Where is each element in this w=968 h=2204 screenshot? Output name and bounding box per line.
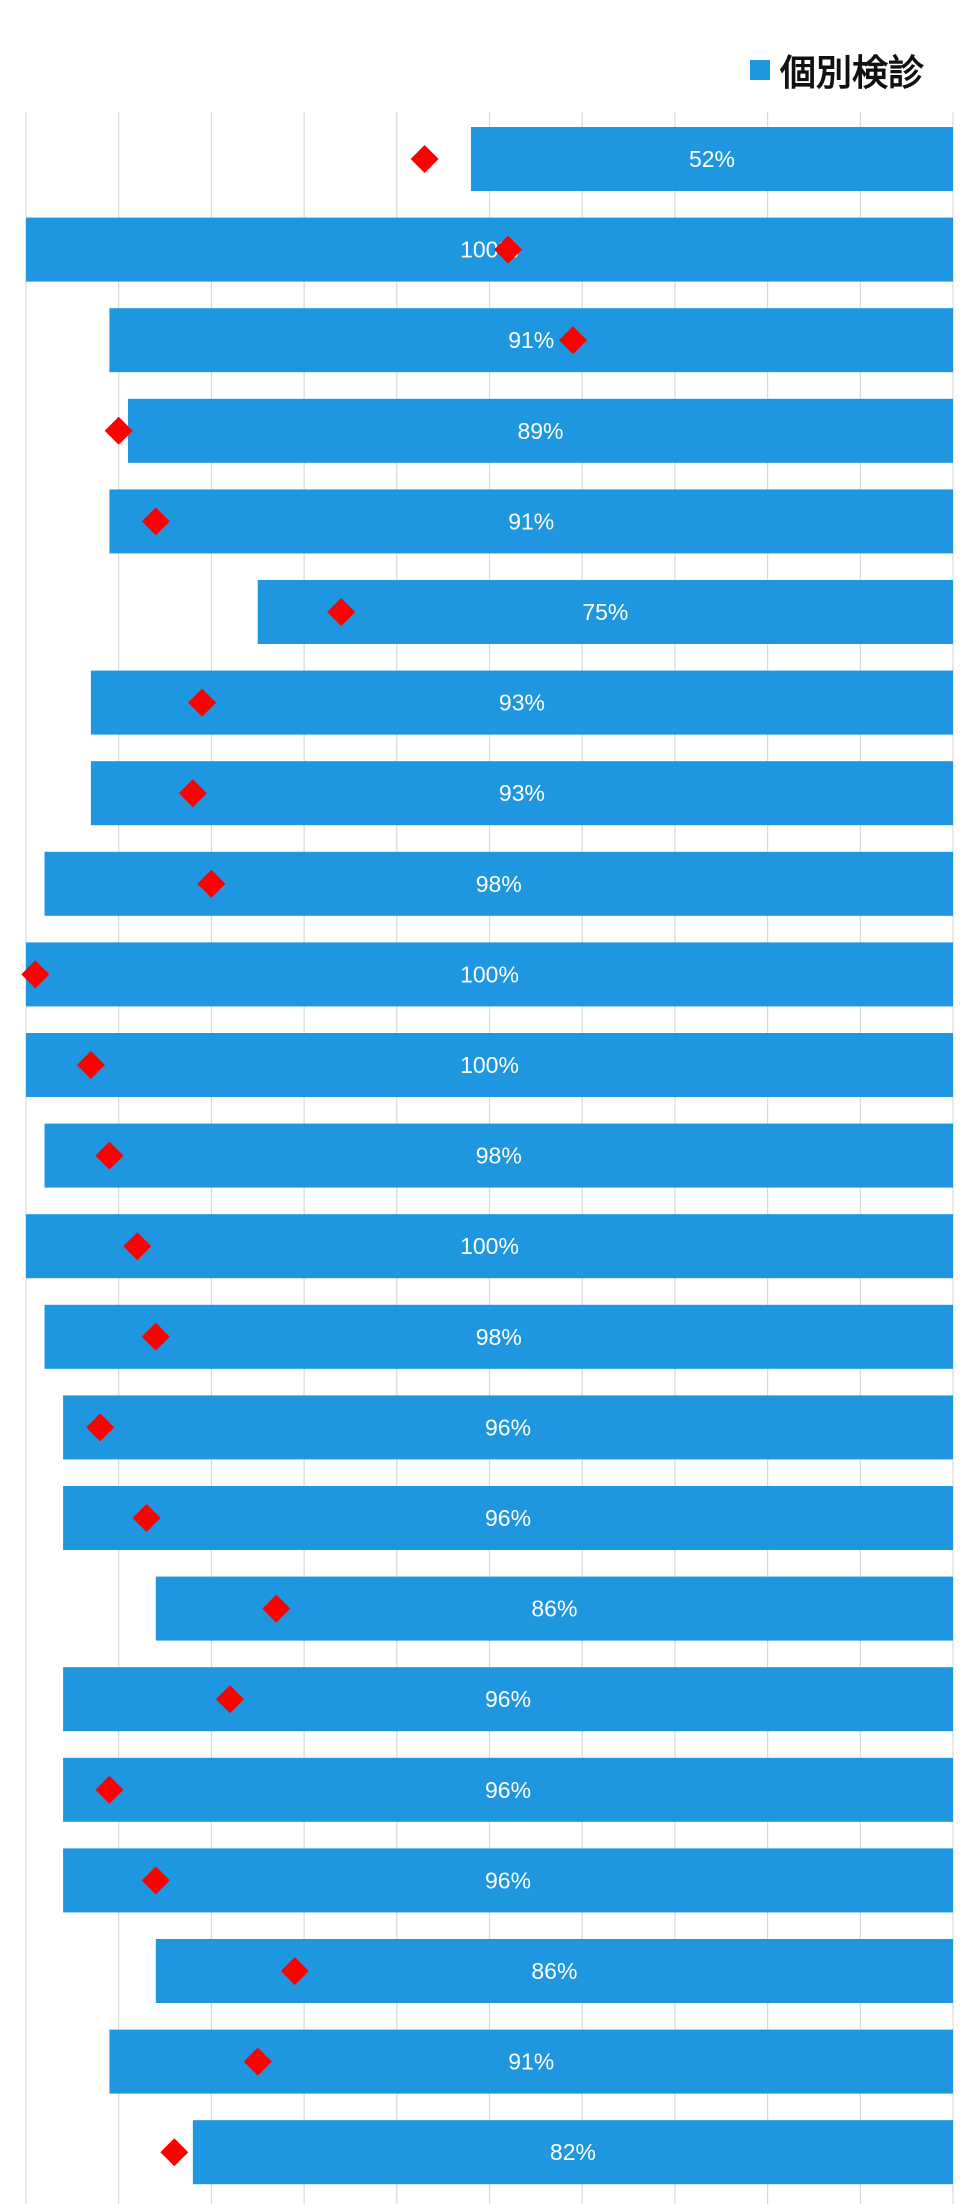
bar xyxy=(26,217,953,282)
bar xyxy=(63,1667,953,1732)
bar xyxy=(192,2120,954,2185)
bar-value-label: 93% xyxy=(499,690,545,716)
diamond-marker xyxy=(123,1232,152,1261)
bar xyxy=(26,1214,953,1279)
diamond-marker xyxy=(243,2047,272,2076)
bar-value-label: 98% xyxy=(476,871,522,897)
bar-value-label: 98% xyxy=(476,1324,522,1350)
bar xyxy=(109,489,954,554)
bar-value-label: 96% xyxy=(485,1686,531,1712)
diamond-marker xyxy=(132,1504,161,1532)
bar-value-label: 96% xyxy=(485,1414,531,1440)
diamond-marker xyxy=(280,1957,309,1985)
bar xyxy=(470,127,953,191)
bar xyxy=(90,761,953,826)
legend: 個別検診 xyxy=(749,44,924,96)
diamond-marker xyxy=(188,688,217,717)
bar xyxy=(63,1395,953,1460)
diamond-marker xyxy=(494,235,523,264)
diamond-marker xyxy=(327,598,356,626)
bar-value-label: 91% xyxy=(508,2049,554,2075)
bar-value-label: 86% xyxy=(531,1596,577,1622)
diamond-marker xyxy=(21,960,50,989)
diamond-marker xyxy=(160,2138,189,2167)
bar-value-label: 98% xyxy=(476,1143,522,1169)
bar xyxy=(63,1486,953,1550)
bar-value-label: 52% xyxy=(689,146,735,172)
bar-value-label: 89% xyxy=(517,418,563,444)
diamond-marker xyxy=(141,1322,170,1351)
diamond-marker xyxy=(141,1866,170,1895)
bar xyxy=(26,942,953,1007)
diamond-marker xyxy=(410,145,439,173)
bar-value-label: 82% xyxy=(550,2139,596,2165)
bar-value-label: 86% xyxy=(531,1958,577,1984)
diamond-marker xyxy=(76,1051,105,1079)
bar xyxy=(44,851,954,916)
legend-label: 個別検診 xyxy=(779,53,924,94)
diamond-marker xyxy=(178,779,207,808)
bar xyxy=(127,398,954,463)
bar-value-label: 75% xyxy=(582,599,628,625)
diamond-marker xyxy=(95,1141,124,1170)
diamond-marker xyxy=(558,326,587,355)
bar-value-label: 91% xyxy=(508,508,554,534)
diamond-marker xyxy=(95,1775,124,1804)
bar xyxy=(63,1757,953,1822)
diamond-marker xyxy=(104,416,133,445)
bar-value-label: 100% xyxy=(460,1233,519,1259)
diamond-marker xyxy=(262,1594,291,1623)
bar xyxy=(44,1123,954,1188)
bar-value-label: 100% xyxy=(460,1052,519,1078)
bar xyxy=(44,1304,954,1369)
bar-value-label: 96% xyxy=(485,1505,531,1531)
bar-value-label: 96% xyxy=(485,1777,531,1803)
bar xyxy=(90,670,953,735)
diamond-marker xyxy=(86,1413,115,1442)
bar-value-label: 91% xyxy=(508,327,554,353)
bar-value-label: 96% xyxy=(485,1867,531,1893)
diamond-marker xyxy=(141,507,170,536)
bar-value-label: 93% xyxy=(499,780,545,806)
diamond-marker xyxy=(215,1685,244,1714)
bar-value-label: 100% xyxy=(460,961,519,987)
diamond-marker xyxy=(197,869,226,898)
bar xyxy=(109,308,954,373)
bar xyxy=(63,1848,953,1913)
bar xyxy=(26,1033,953,1097)
bar xyxy=(257,580,953,644)
legend-swatch-icon xyxy=(749,60,770,80)
